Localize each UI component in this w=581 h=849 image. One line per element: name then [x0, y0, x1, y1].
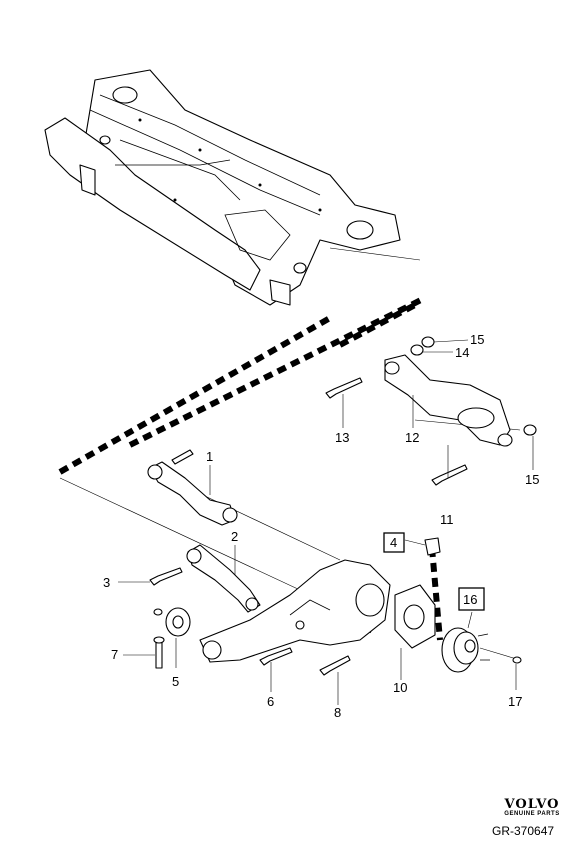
- callout-10: 10: [393, 680, 407, 695]
- callout-14: 14: [455, 345, 469, 360]
- nut-15-side: [523, 424, 537, 436]
- nut-15-top: [421, 336, 435, 348]
- backing-plate: [394, 584, 436, 649]
- callout-8: 8: [334, 705, 341, 720]
- wheel-hub: [441, 627, 490, 673]
- callout-3: 3: [103, 575, 110, 590]
- brand-tagline: GENUINE PARTS: [504, 811, 560, 817]
- callout-17: 17: [508, 694, 522, 709]
- figure-code: GR-370647: [492, 824, 555, 838]
- lateral-link: [186, 544, 261, 613]
- bolt-17: [512, 656, 522, 664]
- bolt-13: [325, 377, 363, 399]
- rear-subframe: [44, 69, 401, 306]
- callout-15-top: 15: [470, 332, 484, 347]
- assembly-dashed-line: [58, 315, 332, 475]
- callout-13: 13: [335, 430, 349, 445]
- volvo-genuine-parts-logo: VOLVO GENUINE PARTS: [497, 797, 567, 817]
- callout-5: 5: [172, 674, 179, 689]
- callout-7: 7: [111, 647, 118, 662]
- lower-control-arm: [384, 354, 513, 447]
- bolt-7: [153, 608, 165, 669]
- callout-1: 1: [206, 449, 213, 464]
- callout-6: 6: [267, 694, 274, 709]
- bolt-8: [319, 655, 351, 676]
- assembly-dashed-line: [128, 295, 427, 448]
- bolt-11: [431, 464, 468, 486]
- upper-link: [147, 449, 238, 526]
- sensor-4: [424, 537, 441, 556]
- callout-4: 4: [390, 535, 397, 550]
- callout-15-side: 15: [525, 472, 539, 487]
- nut-14: [410, 344, 424, 356]
- brand-name: VOLVO: [504, 797, 560, 812]
- bolt-3: [149, 567, 183, 586]
- bolt-6: [259, 647, 293, 666]
- assembly-dashed-line: [429, 547, 443, 641]
- callout-16: 16: [463, 592, 477, 607]
- callout-11: 11: [440, 512, 454, 527]
- callout-12: 12: [405, 430, 419, 445]
- trailing-arm: [199, 559, 391, 663]
- bushing-5: [165, 607, 191, 637]
- callout-4-frame: [383, 532, 405, 553]
- callout-2: 2: [231, 529, 238, 544]
- callout-16-frame: [458, 587, 485, 611]
